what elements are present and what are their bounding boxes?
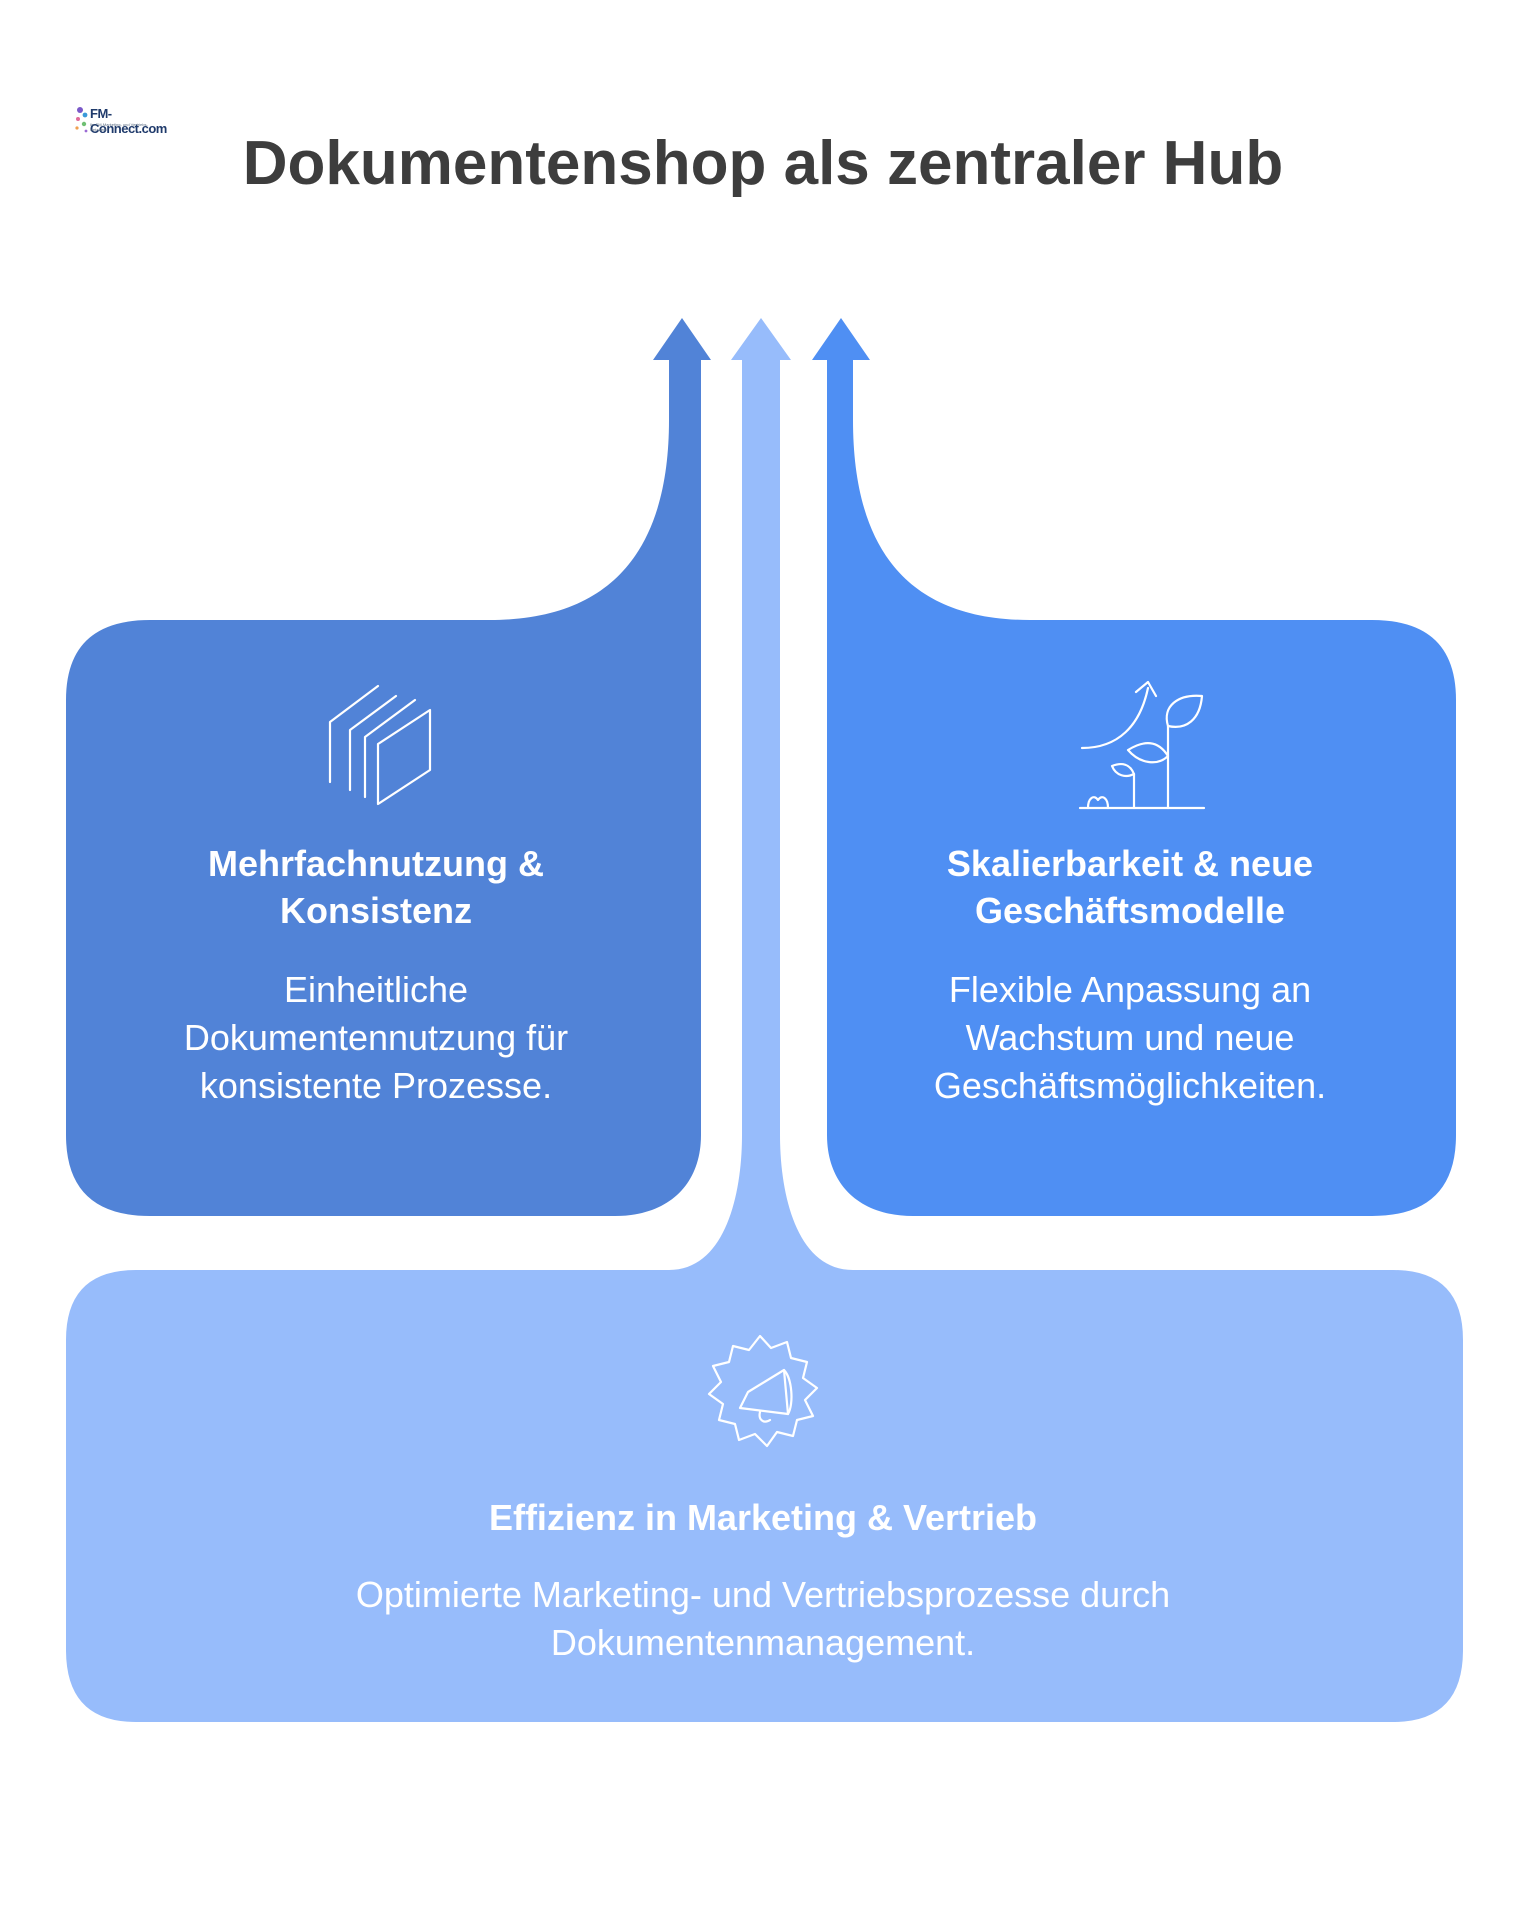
left-card-shape bbox=[66, 318, 711, 1216]
stacked-documents-icon bbox=[328, 684, 432, 806]
gear-megaphone-icon bbox=[707, 1334, 819, 1448]
right-card-shape bbox=[812, 318, 1456, 1216]
logo-name: FM-Connect.com bbox=[90, 106, 167, 136]
page-title: Dokumentenshop als zentraler Hub bbox=[242, 129, 1284, 198]
brand-logo: FM-Connect.com Ihr FM-Marketing- und Ver… bbox=[72, 102, 167, 142]
logo-tagline: Ihr FM-Marketing- und Vertriebs-Netzwerk bbox=[90, 122, 148, 132]
logo-mark-icon bbox=[75, 107, 88, 133]
right-card-description: Flexible Anpassung an Wachstum und neue … bbox=[933, 969, 1327, 1106]
left-card-description: Einheitliche Dokumentennutzung für konsi… bbox=[183, 969, 569, 1106]
bottom-card-shape bbox=[66, 318, 1463, 1722]
growth-plant-icon bbox=[1078, 680, 1206, 810]
bottom-card-title: Effizienz in Marketing & Vertrieb bbox=[488, 1497, 1038, 1538]
left-card-title: Mehrfachnutzung & Konsistenz bbox=[208, 843, 544, 931]
right-card-title: Skalierbarkeit & neue Geschäftsmodelle bbox=[946, 843, 1314, 931]
bottom-card-description: Optimierte Marketing- und Vertriebsproze… bbox=[355, 1574, 1171, 1663]
